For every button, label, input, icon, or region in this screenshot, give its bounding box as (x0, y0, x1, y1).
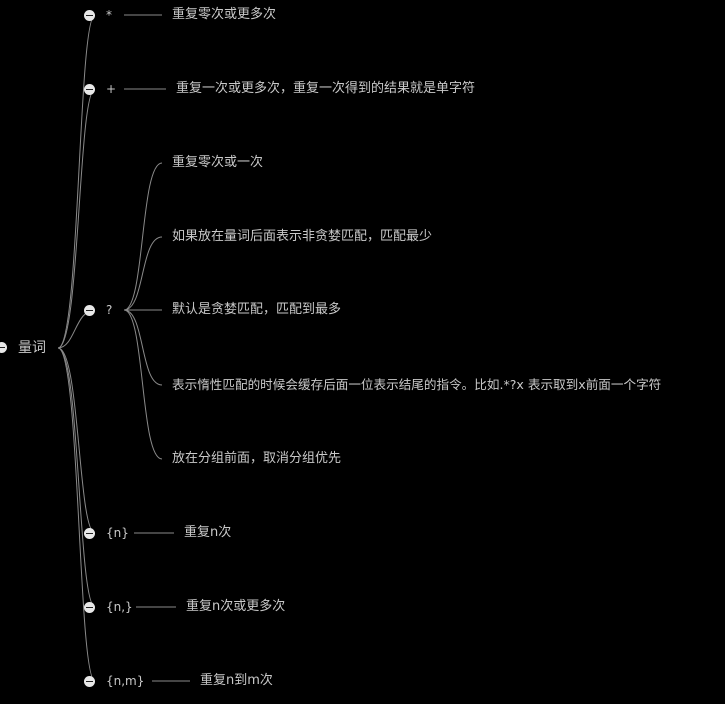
question-child-2: 如果放在量词后面表示非贪婪匹配，匹配最少 (172, 229, 433, 244)
branch-desc-n-m: 重复n到m次 (200, 673, 273, 688)
connector-q-child-1 (123, 162, 163, 311)
collapse-icon[interactable] (84, 602, 95, 613)
branch-key-star: * (106, 8, 112, 22)
branch-key-n-comma: {n,} (106, 600, 133, 614)
question-child-4: 表示惰性匹配的时候会缓存后面一位表示结尾的指令。比如.*?x 表示取到x前面一个… (172, 377, 662, 392)
connector-root-n (57, 347, 96, 534)
collapse-icon[interactable] (84, 10, 95, 21)
branch-desc-n-comma: 重复n次或更多次 (186, 599, 286, 614)
branch-key-question: ? (106, 303, 113, 317)
branch-key-plus: + (106, 82, 117, 96)
connector-root-n-comma (57, 347, 96, 608)
branch-desc-plus: 重复一次或更多次，重复一次得到的结果就是单字符 (176, 81, 476, 96)
collapse-icon[interactable] (84, 676, 95, 687)
connector-root-star (57, 14, 96, 349)
branch-key-n-m: {n,m} (106, 674, 145, 688)
collapse-icon[interactable] (84, 305, 95, 316)
question-child-3: 默认是贪婪匹配，匹配到最多 (172, 302, 342, 317)
branch-desc-n: 重复n次 (184, 525, 232, 540)
connector-q-child-2 (123, 236, 163, 311)
connector-q-child-5 (123, 309, 163, 460)
question-child-1: 重复零次或一次 (172, 155, 264, 170)
branch-desc-star: 重复零次或更多次 (172, 7, 277, 22)
collapse-icon[interactable] (0, 342, 7, 353)
collapse-icon[interactable] (84, 528, 95, 539)
branch-key-n: {n} (106, 526, 129, 540)
question-child-5: 放在分组前面，取消分组优先 (172, 451, 342, 466)
connector-q-child-4 (123, 309, 163, 386)
connector-root-n-m (57, 347, 96, 682)
root-label: 量词 (18, 340, 46, 356)
collapse-icon[interactable] (84, 84, 95, 95)
connector-root-plus (57, 88, 96, 349)
